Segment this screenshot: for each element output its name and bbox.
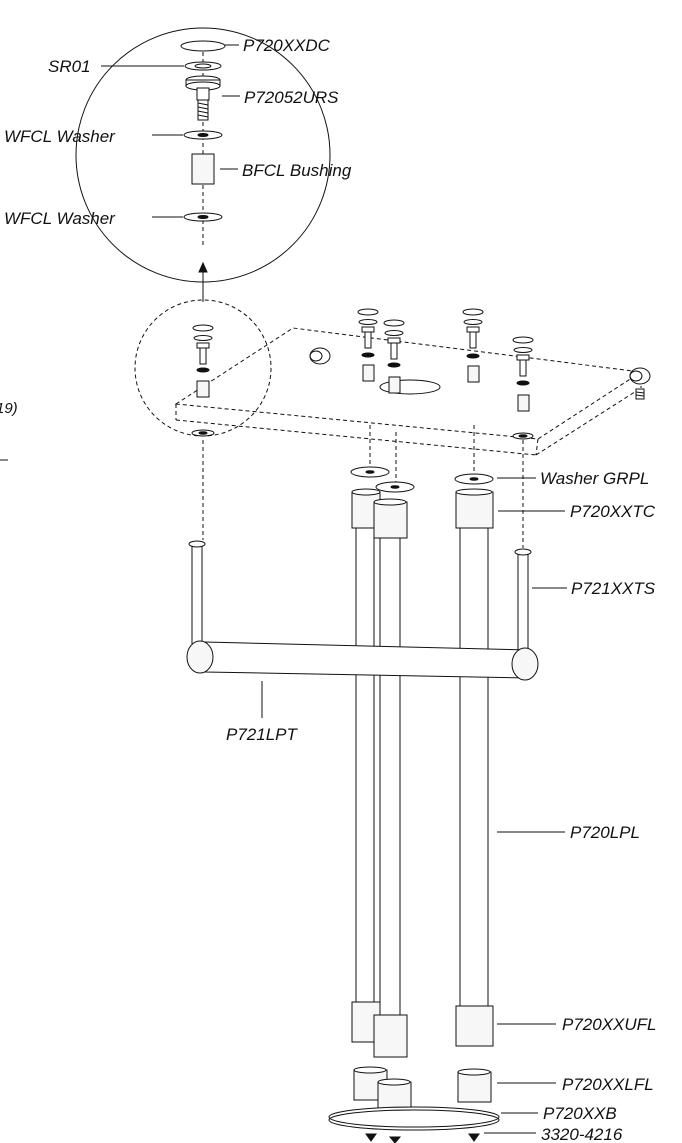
label-p720xxlfl: P720XXLFL: [562, 1075, 654, 1094]
grpl-washers: [350, 466, 494, 493]
label-p720lpl: P720LPL: [570, 823, 640, 842]
horizontal-crossbar: [186, 540, 539, 681]
base-screws: [365, 1133, 480, 1143]
leader-lines: [0, 459, 567, 1134]
label-p721xxts: P721XXTS: [571, 579, 656, 598]
label-p72052urs: P72052URS: [244, 88, 339, 107]
screw-stack-4: [462, 308, 484, 383]
label-3320-4216: 3320-4216: [541, 1125, 623, 1143]
urs-screw-thread: [197, 99, 209, 121]
tube-left: [351, 488, 381, 1043]
label-p720xxdc: P720XXDC: [243, 36, 331, 55]
label-p720xxb: P720XXB: [543, 1104, 617, 1123]
label-wfcl-washer-lower: WFCL Washer: [4, 209, 116, 228]
label-sr01: SR01: [48, 57, 91, 76]
label-p720xxtc: P720XXTC: [570, 502, 656, 521]
screw-stack-5: [512, 336, 534, 412]
label-bfcl-bushing: BFCL Bushing: [242, 161, 352, 180]
screw-stack-3: [383, 319, 405, 394]
label-p720xxufl: P720XXUFL: [562, 1015, 657, 1034]
label-wfcl-washer: WFCL Washer: [4, 127, 116, 146]
tube-right: [455, 488, 494, 1047]
detail-arrow: [198, 261, 208, 302]
assembly-axes: [202, 425, 524, 548]
label-washer-grpl: Washer GRPL: [540, 469, 649, 488]
plate-hole: [379, 379, 441, 395]
sr01-ring-part: [184, 61, 222, 71]
label-p721lpt: P721LPT: [226, 725, 298, 744]
label-cut-off: 19): [0, 400, 18, 417]
lower-feet: [353, 1066, 492, 1113]
detail-callout: [75, 27, 331, 283]
base-plate: [328, 1106, 500, 1131]
urs-screw-shank-part: [196, 87, 210, 101]
bfcl-bushing-part: [191, 153, 215, 185]
screw-stack-1: [192, 324, 214, 398]
screw-stack-2: [357, 308, 379, 382]
tube-middle: [373, 498, 408, 1058]
top-plate: [174, 327, 651, 456]
dc-cap-part: [180, 40, 226, 52]
